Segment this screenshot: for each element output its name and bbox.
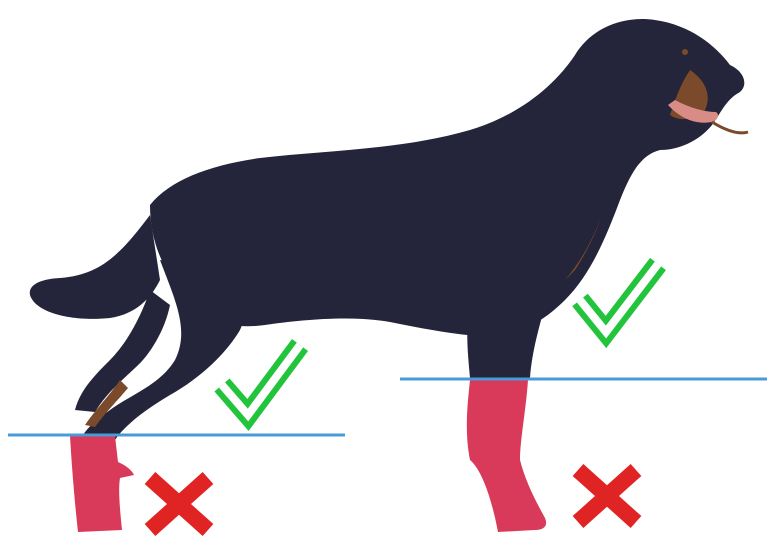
dog-tail: [30, 215, 160, 319]
cross-mark-front: [578, 470, 636, 522]
check-mark-rear: [222, 345, 300, 415]
cross-icon: [150, 478, 208, 530]
dog-front-leg-upper: [467, 300, 545, 378]
check-mark-front: [580, 264, 658, 332]
rottweiler-figure: [30, 19, 748, 440]
dog-eye: [682, 49, 688, 55]
cross-mark-rear: [150, 478, 208, 530]
rear-lower-leg-highlight: [70, 436, 134, 532]
front-lower-leg-highlight: [467, 380, 546, 532]
cross-icon: [578, 470, 636, 522]
dog-torso: [150, 19, 744, 336]
dog-tongue: [712, 122, 748, 133]
